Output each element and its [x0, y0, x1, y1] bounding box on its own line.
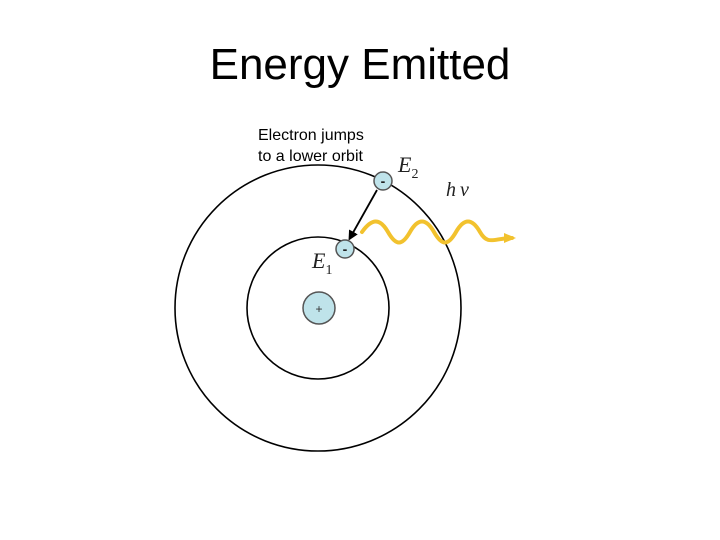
frequency-nu: ν — [460, 179, 469, 201]
nucleus: + — [302, 291, 336, 325]
electron-inner: - — [335, 239, 355, 259]
e1-letter: E — [311, 248, 326, 273]
planck-h: h — [446, 179, 456, 201]
energy-level-e1-label: E1 — [311, 248, 332, 278]
nucleus-charge: + — [315, 302, 322, 316]
electron-outer: - — [373, 171, 393, 191]
energy-level-e2-label: E2 — [397, 152, 418, 182]
e1-subscript: 1 — [325, 263, 332, 278]
caption-line-1: Electron jumps — [258, 127, 364, 144]
electron-inner-charge: - — [343, 241, 348, 257]
slide-title: Energy Emitted — [209, 40, 511, 89]
nucleus-circle — [302, 291, 336, 325]
caption-line-2: to a lower orbit — [258, 148, 363, 165]
electron-outer-charge: - — [381, 173, 386, 189]
e2-letter: E — [397, 152, 412, 177]
electron-jump-arrow — [348, 189, 378, 241]
e2-subscript: 2 — [411, 167, 418, 182]
inner-orbit — [246, 236, 390, 380]
electron-inner-circle — [335, 239, 355, 259]
outer-orbit — [174, 164, 462, 452]
photon-wave — [360, 219, 516, 245]
transition-caption: Electron jumps to a lower orbit — [258, 125, 364, 167]
electron-outer-circle — [373, 171, 393, 191]
